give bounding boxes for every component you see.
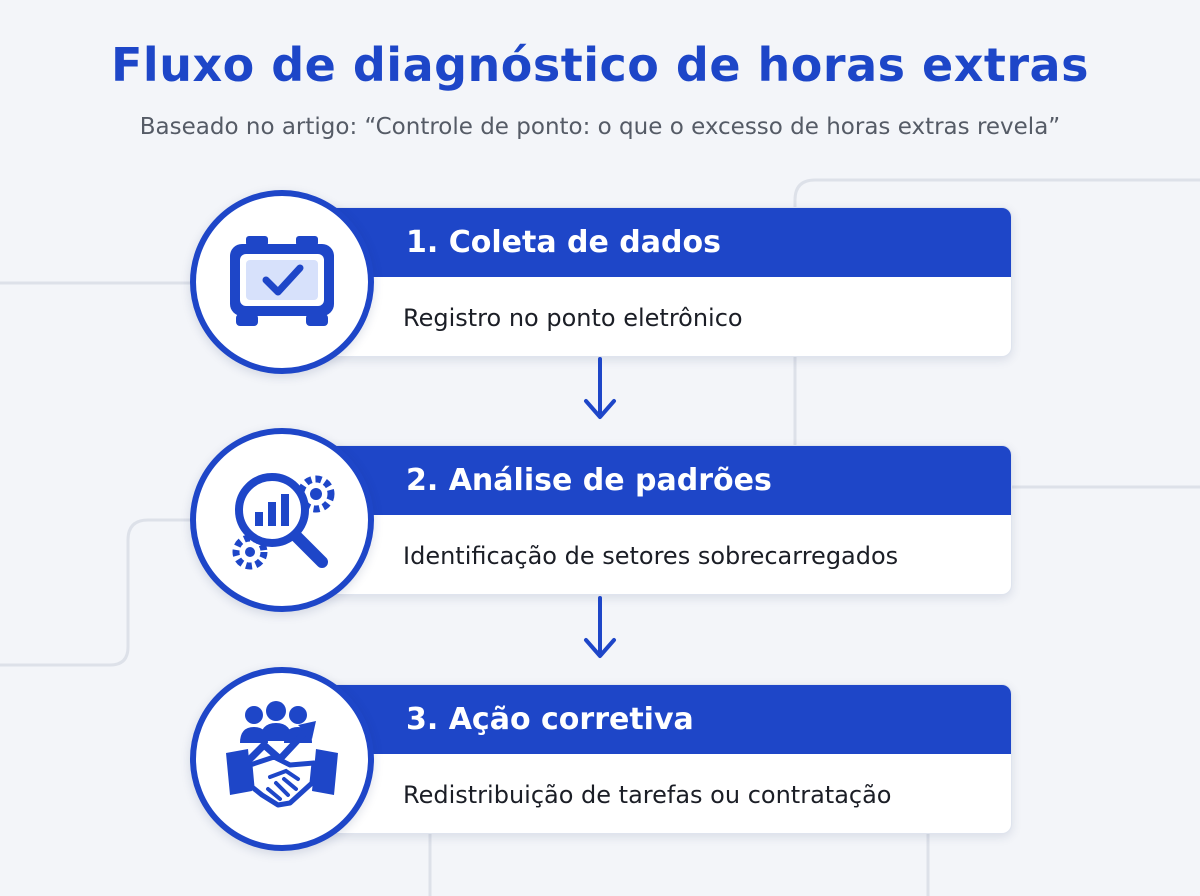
step-1-title: 1. Coleta de dados [281,208,1011,277]
step-2: 2. Análise de padrões Identificação de s… [190,428,1012,612]
page-subtitle: Baseado no artigo: “Controle de ponto: o… [139,114,1061,140]
step-2-title: 2. Análise de padrões [281,446,1011,515]
step-3-title: 3. Ação corretiva [281,685,1011,754]
step-2-description: Identificação de setores sobrecarregados [403,541,899,570]
step-3-description: Redistribuição de tarefas ou contratação [403,780,892,809]
step-3: 3. Ação corretiva Redistribuição de tare… [190,667,1012,851]
step-1: 1. Coleta de dados Registro no ponto ele… [190,190,1012,374]
arrow-down-icon [584,357,616,419]
step-2-card: 2. Análise de padrões Identificação de s… [280,445,1012,595]
arrow-down-icon [584,596,616,658]
alarm-clock-check-icon [230,236,334,326]
step-3-card: 3. Ação corretiva Redistribuição de tare… [280,684,1012,834]
step-2-icon-circle [190,428,374,612]
step-1-description: Registro no ponto eletrônico [403,303,743,332]
magnifier-chart-gears-icon [232,473,335,570]
page-title: Fluxo de diagnóstico de horas extras [111,38,1089,92]
team-handshake-growth-icon [226,701,338,808]
step-1-card: 1. Coleta de dados Registro no ponto ele… [280,207,1012,357]
step-1-icon-circle [190,190,374,374]
step-3-icon-circle [190,667,374,851]
